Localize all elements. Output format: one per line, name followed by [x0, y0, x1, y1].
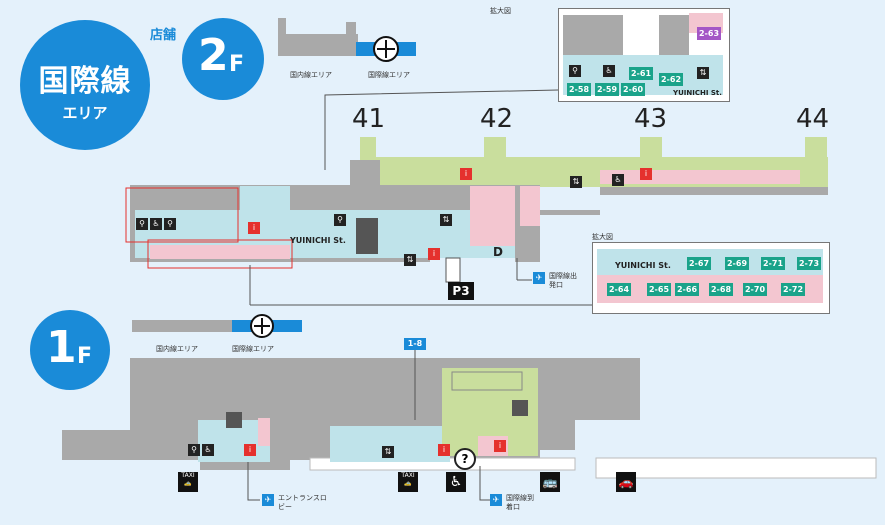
floor-2f-suffix: F: [229, 52, 245, 77]
parking-p3-sign: P3: [448, 282, 474, 300]
floor-1f-badge: 1 F: [30, 310, 110, 390]
help-icon: ?: [454, 448, 476, 470]
floor-2f-badge: 2 F: [182, 18, 264, 100]
zoom-box-bottom: YUINICHI St. 2-67 2-69 2-71 2-73 2-64 2-…: [592, 242, 830, 314]
taxi-sign-right: TAXI🚕: [398, 472, 418, 492]
taxi-label: TAXI: [181, 472, 195, 479]
shop-2-58[interactable]: 2-58: [567, 83, 591, 96]
floor-1f-suffix: F: [77, 344, 93, 369]
departure-plane-icon: ✈: [533, 272, 545, 284]
elevator-icon: ⇅: [697, 67, 709, 79]
shop-2-60[interactable]: 2-60: [621, 83, 645, 96]
zoom-bottom-street: YUINICHI St.: [615, 261, 671, 270]
shop-2-71[interactable]: 2-71: [761, 257, 785, 270]
gate-42: 42: [480, 104, 514, 134]
shop-2-67[interactable]: 2-67: [687, 257, 711, 270]
gate-43: 43: [634, 104, 668, 134]
shop-2-65[interactable]: 2-65: [647, 283, 671, 296]
shop-2-68[interactable]: 2-68: [709, 283, 733, 296]
info-icon: i: [494, 440, 506, 452]
restroom-icon: ⚲: [569, 65, 581, 77]
shop-2-73[interactable]: 2-73: [797, 257, 821, 270]
shop-2-69[interactable]: 2-69: [725, 257, 749, 270]
elevator-icon: ⇅: [404, 254, 416, 266]
floor-1f-number: 1: [46, 322, 77, 373]
accessible-icon: ♿: [202, 444, 214, 456]
entrance-plane-icon: ✈: [262, 494, 274, 506]
accessible-parking-icon: ♿: [446, 472, 466, 492]
shop-2-66[interactable]: 2-66: [675, 283, 699, 296]
departure-label: 国際線出発口: [549, 272, 577, 289]
accessible-icon: ♿: [612, 174, 624, 186]
overview-domestic-label-2f: 国内線エリア: [290, 71, 332, 79]
restroom-icon: ⚲: [188, 444, 200, 456]
zoom-box-top: 2-63 2-61 2-62 2-58 2-59 2-60 YUINICHI S…: [558, 8, 730, 102]
accessible-restroom-icon: ♿: [603, 65, 615, 77]
accessible-icon: ♿: [150, 218, 162, 230]
store-label: 店舗: [150, 28, 177, 43]
restroom-icon: ⚲: [334, 214, 346, 226]
restroom-icon: ⚲: [164, 218, 176, 230]
overview-map-2f: [278, 18, 416, 62]
arrival-plane-icon: ✈: [490, 494, 502, 506]
overview-domestic-label-1f: 国内線エリア: [156, 345, 198, 353]
zoom-label-bottom: 拡大図: [592, 233, 613, 241]
bus-icon: 🚌: [540, 472, 560, 492]
arrival-label: 国際線到着口: [506, 494, 534, 511]
zoom-top-street: YUINICHI St.: [673, 89, 722, 97]
shop-2-61[interactable]: 2-61: [629, 67, 653, 80]
car-icon: 🚗: [616, 472, 636, 492]
info-icon: i: [248, 222, 260, 234]
area-subtitle: エリア: [62, 104, 108, 122]
shop-2-70[interactable]: 2-70: [743, 283, 767, 296]
shop-2-63[interactable]: 2-63: [697, 27, 721, 40]
shop-2-64[interactable]: 2-64: [607, 283, 631, 296]
info-icon: i: [244, 444, 256, 456]
shop-2-72[interactable]: 2-72: [781, 283, 805, 296]
elevator-icon: ⇅: [382, 446, 394, 458]
info-icon: i: [640, 168, 652, 180]
info-icon: i: [428, 248, 440, 260]
elevator-icon: ⇅: [570, 176, 582, 188]
gate-tag-1-8: 1-8: [404, 338, 426, 350]
door-label: D: [493, 245, 503, 259]
area-title: 国際線: [38, 64, 132, 99]
street-label-2f: YUINICHI St.: [290, 236, 346, 245]
overview-map-1f: [132, 314, 302, 338]
area-title-badge: 国際線 エリア: [20, 20, 150, 150]
overview-intl-label-2f: 国際線エリア: [368, 71, 410, 79]
gate-44: 44: [796, 104, 830, 134]
restroom-icon: ⚲: [136, 218, 148, 230]
shop-2-62[interactable]: 2-62: [659, 73, 683, 86]
floor-2f-number: 2: [198, 30, 229, 81]
taxi-label: TAXI: [401, 472, 415, 479]
info-icon: i: [460, 168, 472, 180]
elevator-icon: ⇅: [440, 214, 452, 226]
shop-2-59[interactable]: 2-59: [595, 83, 619, 96]
overview-intl-label-1f: 国際線エリア: [232, 345, 274, 353]
info-icon: i: [438, 444, 450, 456]
gate-41: 41: [352, 104, 386, 134]
taxi-sign-left: TAXI🚕: [178, 472, 198, 492]
zoom-label-top: 拡大図: [490, 7, 511, 15]
entrance-lobby-label: エントランスロビー: [278, 494, 327, 511]
